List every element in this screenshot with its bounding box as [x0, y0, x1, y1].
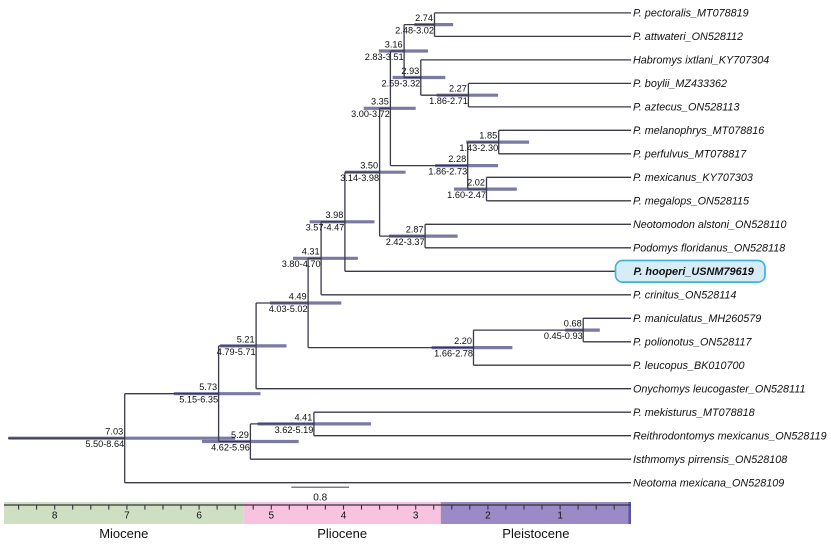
svg-text:5.15-6.35: 5.15-6.35 [179, 395, 218, 405]
svg-text:Neotoma mexicana_ON528109: Neotoma mexicana_ON528109 [633, 477, 784, 489]
svg-text:1.86-2.71: 1.86-2.71 [429, 96, 468, 106]
svg-text:Podomys floridanus_ON528118: Podomys floridanus_ON528118 [633, 242, 785, 254]
svg-text:7: 7 [124, 511, 130, 522]
svg-text:Miocene: Miocene [99, 526, 148, 541]
svg-text:1: 1 [557, 511, 563, 522]
svg-text:P. maniculatus_MH260579: P. maniculatus_MH260579 [633, 313, 761, 325]
svg-text:1.43-2.30: 1.43-2.30 [459, 143, 498, 153]
svg-text:4.31: 4.31 [302, 247, 320, 257]
svg-text:5.73: 5.73 [199, 382, 217, 392]
svg-text:3.14-3.98: 3.14-3.98 [340, 173, 379, 183]
svg-text:1.85: 1.85 [479, 131, 497, 141]
svg-text:2: 2 [485, 511, 491, 522]
svg-text:P. hooperi_USNM79619: P. hooperi_USNM79619 [634, 266, 755, 278]
svg-text:P. mekisturus_MT078818: P. mekisturus_MT078818 [633, 407, 755, 419]
svg-text:3.62-5.19: 3.62-5.19 [275, 425, 314, 435]
svg-text:2.27: 2.27 [449, 84, 467, 94]
svg-text:P. polionotus_ON528117: P. polionotus_ON528117 [633, 336, 752, 348]
svg-text:0.68: 0.68 [564, 319, 582, 329]
svg-text:5: 5 [269, 511, 275, 522]
svg-text:4.62-5.96: 4.62-5.96 [211, 442, 250, 452]
svg-text:Isthmomys pirrensis_ON528108: Isthmomys pirrensis_ON528108 [633, 454, 787, 466]
svg-text:0.45-0.93: 0.45-0.93 [544, 331, 583, 341]
svg-text:6: 6 [196, 511, 202, 522]
svg-text:P. attwateri_ON528112: P. attwateri_ON528112 [633, 31, 743, 43]
svg-text:4.79-5.71: 4.79-5.71 [217, 347, 256, 357]
svg-text:2.02: 2.02 [467, 178, 485, 188]
svg-text:P. boylii_MZ433362: P. boylii_MZ433362 [633, 78, 727, 90]
svg-text:Neotomodon alstoni_ON528110: Neotomodon alstoni_ON528110 [633, 219, 786, 231]
svg-text:3.16: 3.16 [385, 39, 403, 49]
svg-text:2.59-3.32: 2.59-3.32 [381, 78, 420, 88]
svg-text:4.03-5.02: 4.03-5.02 [269, 304, 308, 314]
svg-text:5.50-8.64: 5.50-8.64 [85, 439, 124, 449]
svg-text:4: 4 [341, 511, 347, 522]
svg-text:3.98: 3.98 [326, 210, 344, 220]
svg-text:3.00-3.72: 3.00-3.72 [351, 109, 390, 119]
svg-text:5.29: 5.29 [231, 430, 249, 440]
svg-text:7.03: 7.03 [105, 427, 123, 437]
svg-text:3.35: 3.35 [371, 97, 389, 107]
svg-text:2.42-3.37: 2.42-3.37 [386, 237, 425, 247]
svg-text:2.83-3.51: 2.83-3.51 [365, 52, 404, 62]
svg-text:P. pectoralis_MT078819: P. pectoralis_MT078819 [633, 8, 749, 20]
svg-text:8: 8 [52, 511, 58, 522]
svg-text:3.80-4.70: 3.80-4.70 [282, 259, 321, 269]
svg-text:3.57-4.47: 3.57-4.47 [306, 223, 345, 233]
svg-text:P. mexicanus_KY707303: P. mexicanus_KY707303 [633, 172, 753, 184]
svg-text:4.41: 4.41 [295, 412, 313, 422]
svg-text:P. perfulvus_MT078817: P. perfulvus_MT078817 [633, 148, 747, 160]
svg-text:P. leucopus_BK010700: P. leucopus_BK010700 [633, 360, 744, 372]
svg-text:Pleistocene: Pleistocene [502, 526, 569, 541]
svg-text:P. melanophrys_MT078816: P. melanophrys_MT078816 [633, 125, 764, 137]
svg-text:3: 3 [413, 511, 419, 522]
svg-text:Reithrodontomys mexicanus_ON52: Reithrodontomys mexicanus_ON528119 [633, 430, 827, 442]
svg-text:2.28: 2.28 [448, 154, 466, 164]
svg-text:Pliocene: Pliocene [317, 526, 367, 541]
svg-text:Onychomys leucogaster_ON528111: Onychomys leucogaster_ON528111 [633, 383, 805, 395]
svg-text:P. crinitus_ON528114: P. crinitus_ON528114 [633, 289, 736, 301]
svg-text:0.8: 0.8 [313, 493, 327, 504]
svg-text:1.66-2.78: 1.66-2.78 [434, 349, 473, 359]
svg-text:2.87: 2.87 [406, 225, 424, 235]
svg-text:4.49: 4.49 [289, 291, 307, 301]
svg-text:1.86-2.73: 1.86-2.73 [428, 167, 467, 177]
svg-text:P. aztecus_ON528113: P. aztecus_ON528113 [633, 102, 739, 114]
svg-text:5.21: 5.21 [237, 334, 255, 344]
svg-text:2.74: 2.74 [415, 13, 433, 23]
svg-text:2.93: 2.93 [401, 66, 419, 76]
svg-text:P. megalops_ON528115: P. megalops_ON528115 [633, 195, 750, 207]
svg-text:1.60-2.47: 1.60-2.47 [447, 190, 486, 200]
svg-text:3.50: 3.50 [360, 161, 378, 171]
svg-text:2.20: 2.20 [454, 336, 472, 346]
svg-text:2.48-3.02: 2.48-3.02 [395, 26, 434, 36]
svg-text:Habromys ixtlani_KY707304: Habromys ixtlani_KY707304 [633, 55, 769, 67]
